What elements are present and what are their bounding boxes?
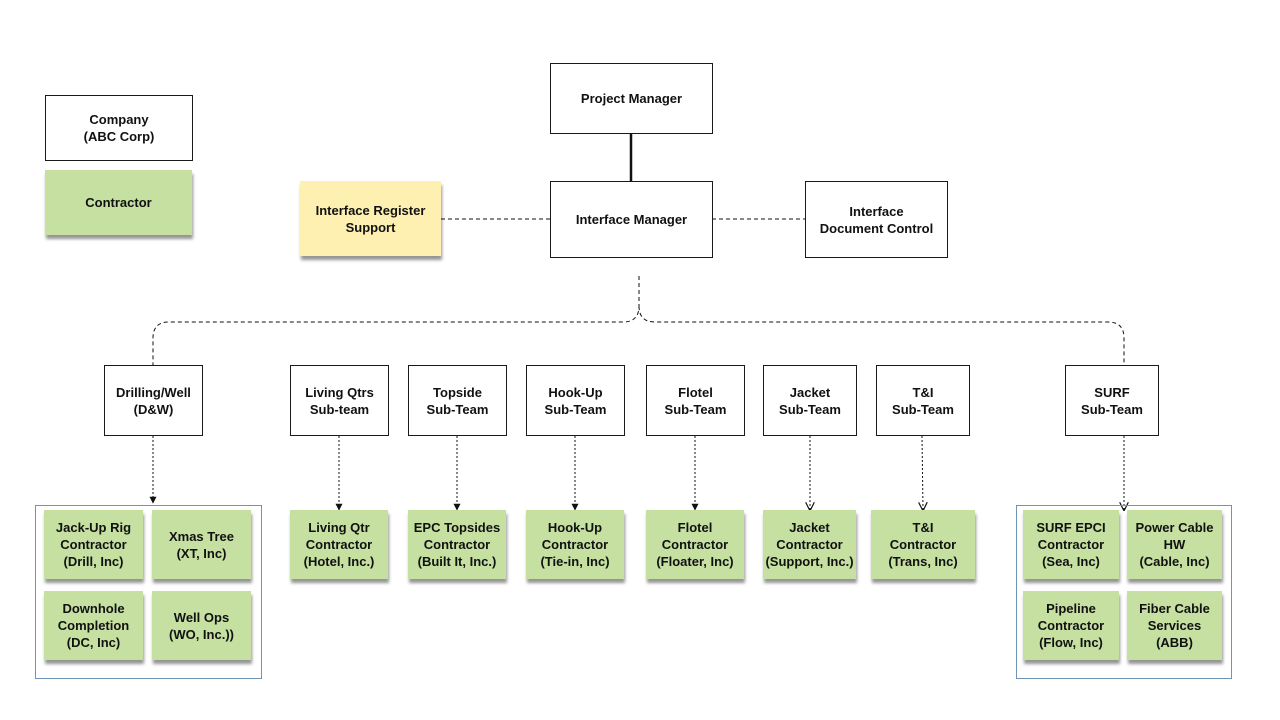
contractor-jack-up-rig: Jack-Up Rig Contractor (Drill, Inc): [44, 510, 143, 579]
contractor-well-ops: Well Ops (WO, Inc.)): [152, 591, 251, 660]
subteam-flotel: Flotel Sub-Team: [646, 365, 745, 436]
subteam-t-and-i: T&I Sub-Team: [876, 365, 970, 436]
drilling-contractor-group: [35, 505, 262, 679]
contractor-epc-topsides: EPC Topsides Contractor (Built It, Inc.): [408, 510, 506, 579]
subteam-topside: Topside Sub-Team: [408, 365, 507, 436]
contractor-living-qtr: Living Qtr Contractor (Hotel, Inc.): [290, 510, 388, 579]
subteam-jacket: Jacket Sub-Team: [763, 365, 857, 436]
interface-document-control-box: Interface Document Control: [805, 181, 948, 258]
subteam-hook-up: Hook-Up Sub-Team: [526, 365, 625, 436]
contractor-hook-up: Hook-Up Contractor (Tie-in, Inc): [526, 510, 624, 579]
contractor-t-and-i: T&I Contractor (Trans, Inc): [871, 510, 975, 579]
contractor-xmas-tree: Xmas Tree (XT, Inc): [152, 510, 251, 579]
contractor-pipeline: Pipeline Contractor (Flow, Inc): [1023, 591, 1119, 660]
subteam-brace: [152, 276, 1125, 365]
legend-company-box: Company (ABC Corp): [45, 95, 193, 161]
arrow-ti: [922, 435, 923, 510]
contractor-surf-epci: SURF EPCI Contractor (Sea, Inc): [1023, 510, 1119, 579]
contractor-jacket: Jacket Contractor (Support, Inc.): [763, 510, 856, 579]
interface-manager-box: Interface Manager: [550, 181, 713, 258]
contractor-flotel: Flotel Contractor (Floater, Inc): [646, 510, 744, 579]
contractor-power-cable: Power Cable HW (Cable, Inc): [1127, 510, 1222, 579]
interface-register-support-box: Interface Register Support: [300, 181, 441, 256]
project-manager-box: Project Manager: [550, 63, 713, 134]
legend-contractor-box: Contractor: [45, 170, 192, 235]
contractor-downhole-completion: Downhole Completion (DC, Inc): [44, 591, 143, 660]
subteam-surf: SURF Sub-Team: [1065, 365, 1159, 436]
surf-contractor-group: [1016, 505, 1232, 679]
contractor-fiber-cable: Fiber Cable Services (ABB): [1127, 591, 1222, 660]
subteam-drilling-well: Drilling/Well (D&W): [104, 365, 203, 436]
subteam-living-qtrs: Living Qtrs Sub-team: [290, 365, 389, 436]
